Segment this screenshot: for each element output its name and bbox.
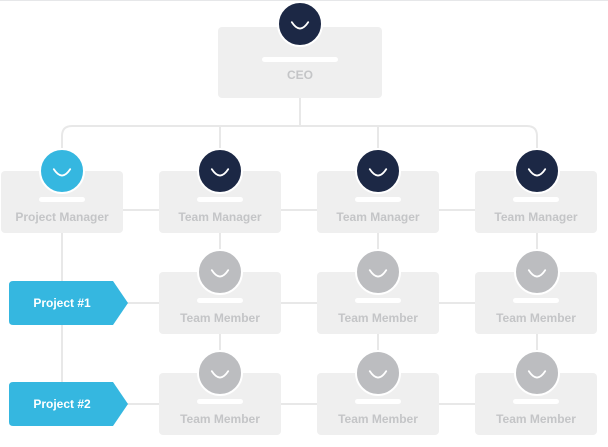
project-manager-avatar bbox=[39, 148, 85, 194]
team-member-avatar bbox=[355, 249, 401, 295]
team-manager-avatar bbox=[355, 148, 401, 194]
tag-shape bbox=[9, 281, 128, 325]
team-member-avatar bbox=[355, 350, 401, 396]
project-label: Project #2 bbox=[33, 397, 91, 411]
team-manager-card[interactable]: Team Manager bbox=[475, 171, 597, 233]
team-manager-title: Team Manager bbox=[336, 210, 420, 224]
smiley-face-icon bbox=[368, 370, 388, 379]
smiley-face-icon bbox=[368, 168, 388, 177]
ceo-title: CEO bbox=[286, 68, 313, 82]
card-bar bbox=[197, 399, 243, 404]
card-bar bbox=[513, 399, 559, 404]
team-member-avatar bbox=[514, 350, 560, 396]
smiley-face-icon bbox=[290, 21, 310, 30]
team-member-title: Team Member bbox=[338, 412, 418, 426]
team-manager-title: Team Manager bbox=[178, 210, 262, 224]
team-member-avatar bbox=[197, 350, 243, 396]
team-member-avatar bbox=[514, 249, 560, 295]
connector-branch bbox=[61, 125, 538, 170]
smiley-face-icon bbox=[210, 370, 230, 379]
card-bar bbox=[513, 197, 559, 202]
smiley-face-icon bbox=[210, 168, 230, 177]
card-bar bbox=[197, 197, 243, 202]
team-member-title: Team Member bbox=[338, 311, 418, 325]
team-member-title: Team Member bbox=[496, 412, 576, 426]
card-bar bbox=[197, 298, 243, 303]
card-bar bbox=[355, 399, 401, 404]
team-member-card[interactable]: Team Member bbox=[317, 272, 439, 334]
team-manager-avatar bbox=[197, 148, 243, 194]
smiley-face-icon bbox=[52, 168, 72, 177]
team-manager-title: Team Manager bbox=[494, 210, 578, 224]
project-tag[interactable]: Project #1 bbox=[9, 281, 129, 325]
team-member-title: Team Member bbox=[180, 412, 260, 426]
tag-shape bbox=[9, 382, 128, 426]
smiley-face-icon bbox=[210, 269, 230, 278]
team-member-title: Team Member bbox=[180, 311, 260, 325]
project-manager-title: Project Manager bbox=[15, 210, 109, 224]
smiley-face-icon bbox=[368, 269, 388, 278]
card-bar bbox=[355, 298, 401, 303]
project-label: Project #1 bbox=[33, 296, 91, 310]
team-member-title: Team Member bbox=[496, 311, 576, 325]
team-manager-avatar bbox=[514, 148, 560, 194]
card-bar bbox=[39, 197, 85, 202]
smiley-face-icon bbox=[527, 168, 547, 177]
card-bar bbox=[355, 197, 401, 202]
smiley-face-icon bbox=[527, 269, 547, 278]
team-member-avatar bbox=[197, 249, 243, 295]
top-divider bbox=[0, 0, 608, 1]
card-bar bbox=[513, 298, 559, 303]
smiley-face-icon bbox=[527, 370, 547, 379]
ceo-avatar bbox=[277, 1, 323, 47]
project-tag[interactable]: Project #2 bbox=[9, 382, 129, 426]
card-bar bbox=[262, 57, 338, 62]
